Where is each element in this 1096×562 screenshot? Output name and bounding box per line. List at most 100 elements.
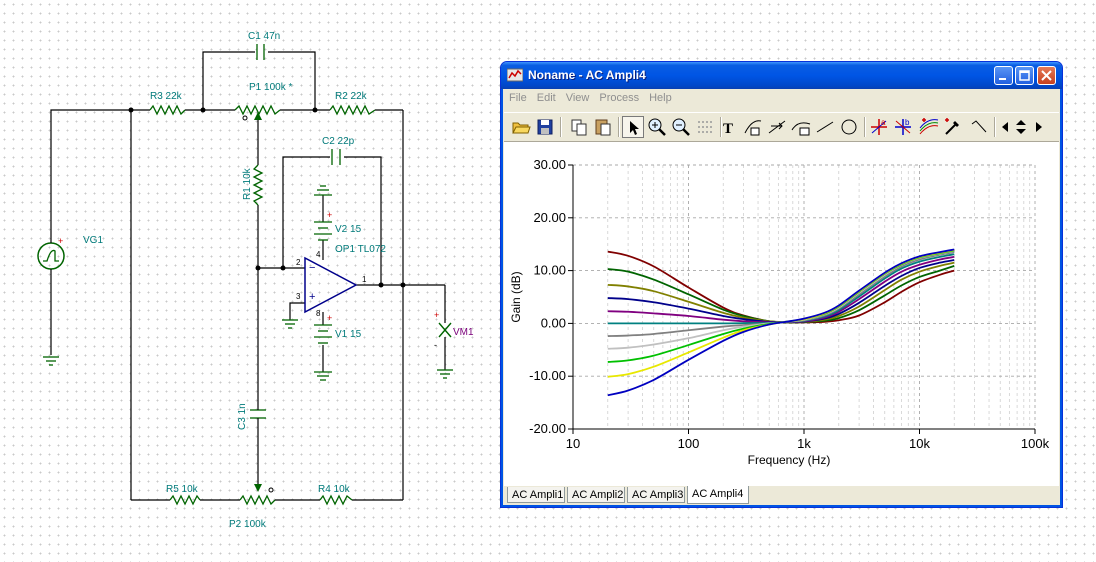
add-curves-button[interactable] [918,116,940,138]
tab-bar: AC Ampli1 AC Ampli2 AC Ampli3 AC Ampli4 [504,486,1059,505]
label-c1: C1 47n [248,31,280,42]
capacitor-c2-symbol[interactable] [331,149,341,165]
junction-dots [128,107,406,288]
resistor-r3-symbol[interactable] [149,104,186,116]
menu-help[interactable]: Help [649,92,672,104]
capacitor-c3-symbol[interactable] [250,395,266,430]
y-tick-label: 0.00 [541,315,566,330]
cursor-a-button[interactable]: a [868,116,890,138]
zoom-out-button[interactable] [670,116,692,138]
label-c2: C2 22p [322,136,355,147]
tab-ac-ampli4[interactable]: AC Ampli4 [687,486,749,504]
probe-button[interactable] [942,116,964,138]
tab-ac-ampli2[interactable]: AC Ampli2 [567,487,625,503]
x-tick-label: 10k [909,436,930,451]
close-button[interactable] [1037,66,1056,85]
maximize-button[interactable] [1015,66,1034,85]
svg-text:a: a [881,118,886,127]
y-axis-title: Gain (dB) [509,271,523,322]
minimize-button[interactable] [994,66,1013,85]
y-tick-label: -20.00 [529,421,566,436]
menu-edit[interactable]: Edit [536,92,556,104]
zoom-out-icon [672,118,690,136]
x-tick-label: 100k [1021,436,1050,451]
p1-pin-marker [242,115,248,121]
battery-v2-symbol[interactable] [314,221,332,241]
pin-4-label: 4 [316,250,321,259]
toolbar: T a b [504,112,1059,142]
paste-button[interactable] [592,116,614,138]
potentiometer-p1-symbol[interactable] [234,104,281,116]
arrow-right-button[interactable] [1032,116,1054,138]
circle-button[interactable] [838,116,860,138]
line-icon [816,121,834,133]
opamp-op1-symbol[interactable]: − + [304,256,358,314]
label-v2: V2 15 [335,224,362,235]
x-tick-label: 100 [678,436,700,451]
y-tick-label: 20.00 [533,210,566,225]
copy-button[interactable] [568,116,590,138]
slope-icon [768,120,786,134]
p1-wiper-arrow [254,112,262,120]
curve-label-icon [791,122,811,136]
resistor-r4-symbol[interactable] [319,494,353,506]
line-label-button[interactable] [742,116,764,138]
arrow-updown-button[interactable] [1012,116,1034,138]
svg-text:+: + [327,210,332,220]
arrow-right-icon [1036,122,1042,132]
open-icon [512,122,531,134]
marker-button[interactable] [968,116,990,138]
p2-pin-marker [268,487,274,493]
svg-text:b: b [905,118,910,127]
menu-bar: File Edit View Process Help [504,89,1059,109]
save-button[interactable] [534,116,556,138]
tab-ac-ampli1[interactable]: AC Ampli1 [507,487,565,503]
menu-view[interactable]: View [565,92,590,104]
label-vm1: VM1 [453,327,474,338]
resistor-r1-symbol[interactable] [252,164,264,206]
menu-file[interactable]: File [509,92,527,104]
svg-text:-: - [434,340,437,350]
battery-v1-symbol[interactable] [314,324,332,344]
open-button[interactable] [510,116,532,138]
potentiometer-p2-symbol[interactable] [239,494,276,506]
label-vg1: VG1 [83,235,103,246]
cursor-b-icon: b [895,118,911,135]
svg-text:+: + [58,236,63,246]
circuit-schematic: − + + + + + - 2 3 1 4 8 [37,31,474,530]
arrow-left-button[interactable] [998,116,1020,138]
label-r4: R4 10k [318,484,351,495]
resistor-r5-symbol[interactable] [169,494,201,506]
line-button[interactable] [814,116,836,138]
schematic-wires [50,51,446,501]
arrow-left-icon [1002,122,1008,132]
curve-label-button[interactable] [790,116,812,138]
pin-2-label: 2 [296,258,301,267]
label-c3: C3 1n [237,403,248,430]
capacitor-c1-symbol[interactable] [256,44,265,60]
zoom-in-button[interactable] [646,116,668,138]
menu-process[interactable]: Process [599,92,640,104]
grid-button[interactable] [694,116,716,138]
cursor-a-icon: a [871,118,887,135]
polarity-marks: + + + + - [58,210,439,350]
slope-button[interactable] [766,116,788,138]
zoom-in-icon [648,118,666,136]
add-curves-icon [919,118,939,135]
voltmeter-vm1-symbol[interactable] [438,315,452,345]
title-bar[interactable]: Noname - AC Ampli4 [501,62,1062,89]
cursor-b-button[interactable]: b [892,116,914,138]
circle-icon [841,119,857,135]
pointer-button[interactable] [622,116,644,138]
pointer-icon [630,121,639,135]
resistor-r2-symbol[interactable] [329,104,376,116]
tab-ac-ampli3[interactable]: AC Ampli3 [627,487,685,503]
minimize-icon [999,78,1006,80]
pin-1-label: 1 [362,275,367,284]
svg-text:+: + [434,310,439,320]
label-r3: R3 22k [150,91,183,102]
text-button[interactable]: T [718,116,740,138]
marker-icon [971,120,987,133]
signal-generator-vg1-symbol[interactable] [37,240,65,272]
